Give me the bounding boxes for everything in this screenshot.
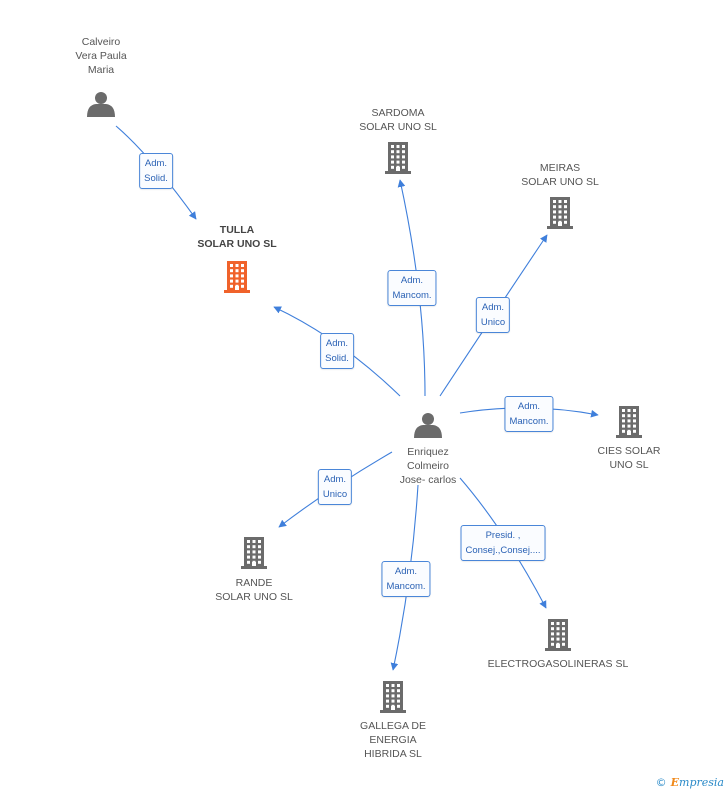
person-icon-enriquez[interactable] <box>414 413 442 438</box>
edge-label-line: Presid. , <box>485 530 521 541</box>
node-label-line: GALLEGA DE <box>360 720 426 732</box>
footer-brand: ©Empresia <box>656 776 724 789</box>
edge-label-line: Unico <box>480 317 506 328</box>
node-label-line: HIBRIDA SL <box>364 748 422 760</box>
node-label-line: TULLA <box>219 224 255 236</box>
node-label-line: Colmeiro <box>406 460 450 472</box>
edge-label-gallega[interactable]: Adm. Mancom. <box>381 561 431 597</box>
node-label-line: SARDOMA <box>371 107 425 119</box>
edge-label-tulla[interactable]: Adm. Solid. <box>320 333 354 369</box>
copyright-icon: © <box>655 776 667 789</box>
node-label-line: SOLAR UNO SL <box>215 591 293 603</box>
edge-label-line: Mancom. <box>509 416 549 427</box>
edge-label-meiras[interactable]: Adm. Unico <box>475 297 511 333</box>
node-label-tulla[interactable]: TULLA SOLAR UNO SL <box>197 223 276 251</box>
edge-label-line: Solid. <box>144 173 168 184</box>
node-label-line: MEIRAS <box>539 162 581 174</box>
node-label-gallega[interactable]: GALLEGA DE ENERGIA HIBRIDA SL <box>360 719 426 761</box>
edge-label-line: Adm. <box>481 302 505 313</box>
brand-initial: E <box>670 776 680 789</box>
building-icon-gallega[interactable] <box>380 681 406 713</box>
node-label-line: ENERGIA <box>369 734 417 746</box>
edge-label-line: Adm. <box>144 158 168 169</box>
building-icon-rande[interactable] <box>241 537 267 569</box>
edge-label-line: Mancom. <box>386 581 426 592</box>
node-label-rande[interactable]: RANDE SOLAR UNO SL <box>215 576 293 604</box>
edge-label-line: Mancom. <box>392 290 432 301</box>
node-label-line: Maria <box>87 64 115 76</box>
edge-label-line: Adm. <box>394 566 418 577</box>
edge-label-tulla[interactable]: Adm. Solid. <box>139 153 173 189</box>
node-label-sardoma[interactable]: SARDOMA SOLAR UNO SL <box>359 106 437 134</box>
building-icon-tulla[interactable] <box>224 261 250 293</box>
edge-label-rande[interactable]: Adm. Unico <box>317 469 353 505</box>
node-label-line: Enriquez <box>407 446 449 458</box>
node-label-line: CIES SOLAR <box>597 445 661 457</box>
node-label-line: SOLAR UNO SL <box>521 176 599 188</box>
building-icon-cies[interactable] <box>616 406 642 438</box>
node-label-line: SOLAR UNO SL <box>359 121 437 133</box>
edge-label-line: Adm. <box>400 275 424 286</box>
node-label-meiras[interactable]: MEIRAS SOLAR UNO SL <box>521 161 599 189</box>
brand-name: mpresia <box>679 776 724 789</box>
person-icon-calveiro[interactable] <box>87 92 115 117</box>
edge-label-line: Consej.,Consej.... <box>465 545 541 556</box>
edge-label-line: Adm. <box>517 401 541 412</box>
edge-label-line: Adm. <box>323 474 347 485</box>
edge-label-electro[interactable]: Presid. , Consej.,Consej.... <box>460 525 546 561</box>
node-label-line: SOLAR UNO SL <box>197 238 277 250</box>
node-label-cies[interactable]: CIES SOLAR UNO SL <box>597 444 660 472</box>
node-label-electro[interactable]: ELECTROGASOLINERAS SL <box>488 657 629 671</box>
edge-label-line: Adm. <box>325 338 349 349</box>
node-label-line: Calveiro <box>81 36 121 48</box>
edge-label-line: Unico <box>322 489 348 500</box>
building-icon-meiras[interactable] <box>547 197 573 229</box>
edge-label-sardoma[interactable]: Adm. Mancom. <box>387 270 437 306</box>
node-label-line: RANDE <box>235 577 273 589</box>
node-label-line: Vera Paula <box>75 50 127 62</box>
building-icon-sardoma[interactable] <box>385 142 411 174</box>
node-label-line: UNO SL <box>609 459 649 471</box>
edge-label-cies[interactable]: Adm. Mancom. <box>504 396 554 432</box>
node-label-line: ELECTROGASOLINERAS SL <box>487 658 629 670</box>
node-label-line: Jose- carlos <box>399 474 457 486</box>
edge-label-line: Solid. <box>325 353 349 364</box>
building-icon-electro[interactable] <box>545 619 571 651</box>
